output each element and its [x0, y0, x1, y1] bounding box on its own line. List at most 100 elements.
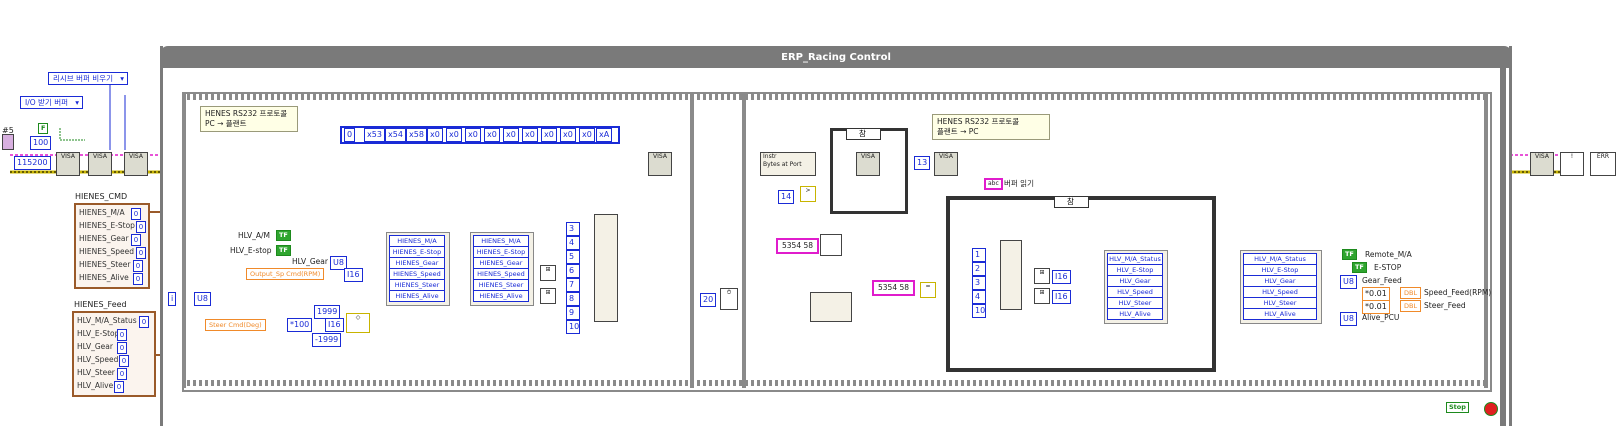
array-elem-11[interactable]: x0	[560, 128, 576, 142]
greater-than-node[interactable]: >	[800, 186, 816, 202]
idx-r-1[interactable]: 1	[972, 248, 986, 262]
io-buffer-ring[interactable]: I/O 받기 버퍼	[20, 96, 84, 109]
simple-error-vi[interactable]: ERR	[1590, 152, 1616, 176]
b-left-alive: HIENES_Alive	[473, 290, 529, 302]
idx-5[interactable]: 5	[566, 250, 580, 264]
replace-array-subset[interactable]	[594, 214, 618, 322]
join-number-1[interactable]: ⊞	[1034, 268, 1050, 284]
frame-right-border	[1500, 68, 1506, 426]
error-handler-vi[interactable]: !	[1560, 152, 1584, 176]
const-14[interactable]: 14	[778, 190, 795, 204]
join-number-2[interactable]: ⊞	[1034, 288, 1050, 304]
stop-button[interactable]: Stop	[1446, 402, 1469, 413]
hienes-feed-cluster: HLV_M/A_Status HLV_E-Stop HLV_Gear HLV_S…	[72, 311, 156, 397]
in-range-coerce[interactable]: ◇	[346, 313, 370, 333]
command-array-constant[interactable]: 0 x53 x54 x58 x0 x0 x0 x0 x0 x0 x0 x0 x0…	[340, 126, 620, 144]
pink-string-const-1[interactable]: 5354 58	[776, 238, 820, 254]
idx-9[interactable]: 9	[566, 306, 580, 320]
visa-read-vi[interactable]: VISA	[856, 152, 880, 176]
array-elem-13[interactable]: xA	[596, 128, 613, 142]
const-13[interactable]: 13	[914, 156, 931, 170]
array-elem-1[interactable]: x53	[364, 128, 385, 142]
rx-buffer-ring[interactable]: 리시브 버퍼 비우기	[48, 72, 128, 85]
cmd-val-estop[interactable]: 0	[136, 221, 146, 233]
hlv-am-control[interactable]: TF	[276, 230, 291, 241]
visa-set-vi[interactable]: VISA	[124, 152, 148, 176]
lower-limit-constant[interactable]: -1999	[312, 333, 342, 347]
i16-convert-r1[interactable]: I16	[1052, 270, 1071, 284]
speed-cmd-control[interactable]: Output_Sp Cmd(RPM)	[246, 268, 325, 280]
cmd-val-speed[interactable]: 0	[136, 247, 146, 259]
speed-scale-const[interactable]: *0.01	[1362, 287, 1390, 301]
visa-write-vi[interactable]: VISA	[648, 152, 672, 176]
idx-6[interactable]: 6	[566, 264, 580, 278]
array-elem-7[interactable]: x0	[484, 128, 500, 142]
visa-property-node[interactable]: Instr Bytes at Port	[760, 152, 816, 176]
array-elem-4[interactable]: x0	[427, 128, 443, 142]
visa-config-vi[interactable]: VISA	[56, 152, 80, 176]
cmd-val-steer[interactable]: 0	[133, 260, 143, 272]
array-elem-9[interactable]: x0	[522, 128, 538, 142]
cmd-val-gear[interactable]: 0	[131, 234, 141, 246]
visa-instr-label: Instr	[763, 153, 777, 160]
split-number-left-2[interactable]: ⊞	[540, 288, 556, 304]
array-elem-2[interactable]: x54	[385, 128, 406, 142]
idx-r-10[interactable]: 10	[972, 304, 986, 318]
idx-r-2[interactable]: 2	[972, 262, 986, 276]
array-index[interactable]: 0	[344, 128, 356, 142]
cmd-row-alive: HIENES_Alive	[79, 273, 129, 282]
idx-3[interactable]: 3	[566, 222, 580, 236]
baud-constant[interactable]: 115200	[14, 156, 51, 170]
feed-val-gear: 0	[117, 342, 127, 354]
u8-convert-left[interactable]: U8	[194, 292, 211, 306]
visa-read-vi-2[interactable]: VISA	[934, 152, 958, 176]
idx-8[interactable]: 8	[566, 292, 580, 306]
idx-4[interactable]: 4	[566, 236, 580, 250]
mult-100-constant[interactable]: *100	[287, 318, 313, 332]
array-elem-6[interactable]: x0	[465, 128, 481, 142]
unbundle-by-name-output[interactable]: HLV_M/A_Status HLV_E-Stop HLV_Gear HLV_S…	[1240, 250, 1322, 324]
steer-scale-const[interactable]: *0.01	[1362, 300, 1390, 314]
timeout-constant[interactable]: 100	[30, 136, 52, 150]
idx-10[interactable]: 10	[566, 320, 580, 334]
array-elem-10[interactable]: x0	[541, 128, 557, 142]
wait-ms-constant[interactable]: 20	[700, 293, 717, 307]
idx-7[interactable]: 7	[566, 278, 580, 292]
array-elem-3[interactable]: x58	[406, 128, 427, 142]
steer-i16-convert[interactable]: I16	[325, 318, 344, 332]
unbundle-by-name-left[interactable]: HIENES_M/A HIENES_E-Stop HIENES_Gear HIE…	[386, 232, 450, 306]
speed-i16-convert[interactable]: I16	[344, 268, 363, 282]
bool-constant[interactable]: F	[38, 123, 49, 134]
idx-r-4[interactable]: 4	[972, 290, 986, 304]
pink-string-const-2[interactable]: 5354 58	[872, 280, 916, 296]
hlv-gear-control[interactable]: U8	[330, 256, 347, 270]
wait-ms-icon[interactable]: ⏱	[720, 288, 738, 310]
bytes-index-block[interactable]	[810, 292, 852, 322]
upper-limit-constant[interactable]: 1999	[314, 305, 341, 319]
array-elem-5[interactable]: x0	[446, 128, 462, 142]
split-number-left-1[interactable]: ⊞	[540, 265, 556, 281]
remote-ma-label: Remote_M/A	[1365, 250, 1412, 259]
cmd-val-ma[interactable]: 0	[131, 208, 141, 220]
idx-r-3[interactable]: 3	[972, 276, 986, 290]
hlv-estop-control[interactable]: TF	[276, 245, 291, 256]
equal-node[interactable]: =	[920, 282, 936, 298]
visa-close-vi[interactable]: VISA	[1530, 152, 1554, 176]
array-elem-12[interactable]: x0	[579, 128, 595, 142]
array-elem-8[interactable]: x0	[503, 128, 519, 142]
index-array-right[interactable]	[1000, 240, 1022, 310]
cmd-val-alive[interactable]: 0	[133, 273, 143, 285]
cmd-row-ma: HIENES_M/A	[79, 208, 125, 217]
bundle-by-name-left[interactable]: HIENES_M/A HIENES_E-Stop HIENES_Gear HIE…	[470, 232, 534, 306]
string-to-byte-array[interactable]	[820, 234, 842, 256]
hienes-cmd-cluster[interactable]: HIENES_M/A HIENES_E-Stop HIENES_Gear HIE…	[74, 203, 150, 289]
feed-val-estop: 0	[117, 329, 127, 341]
case-selector-inner[interactable]: 참	[1054, 196, 1089, 208]
seq-left-edge	[182, 92, 186, 388]
bundle-by-name-right[interactable]: HLV_M/A_Status HLV_E-Stop HLV_Gear HLV_S…	[1104, 250, 1168, 324]
i16-convert-r2[interactable]: I16	[1052, 290, 1071, 304]
case-selector-middle[interactable]: 참	[846, 128, 881, 140]
visa-flush-vi[interactable]: VISA	[88, 152, 112, 176]
feed-val-ma: 0	[139, 316, 149, 328]
steer-cmd-control[interactable]: Steer Cmd(Deg)	[205, 319, 266, 331]
